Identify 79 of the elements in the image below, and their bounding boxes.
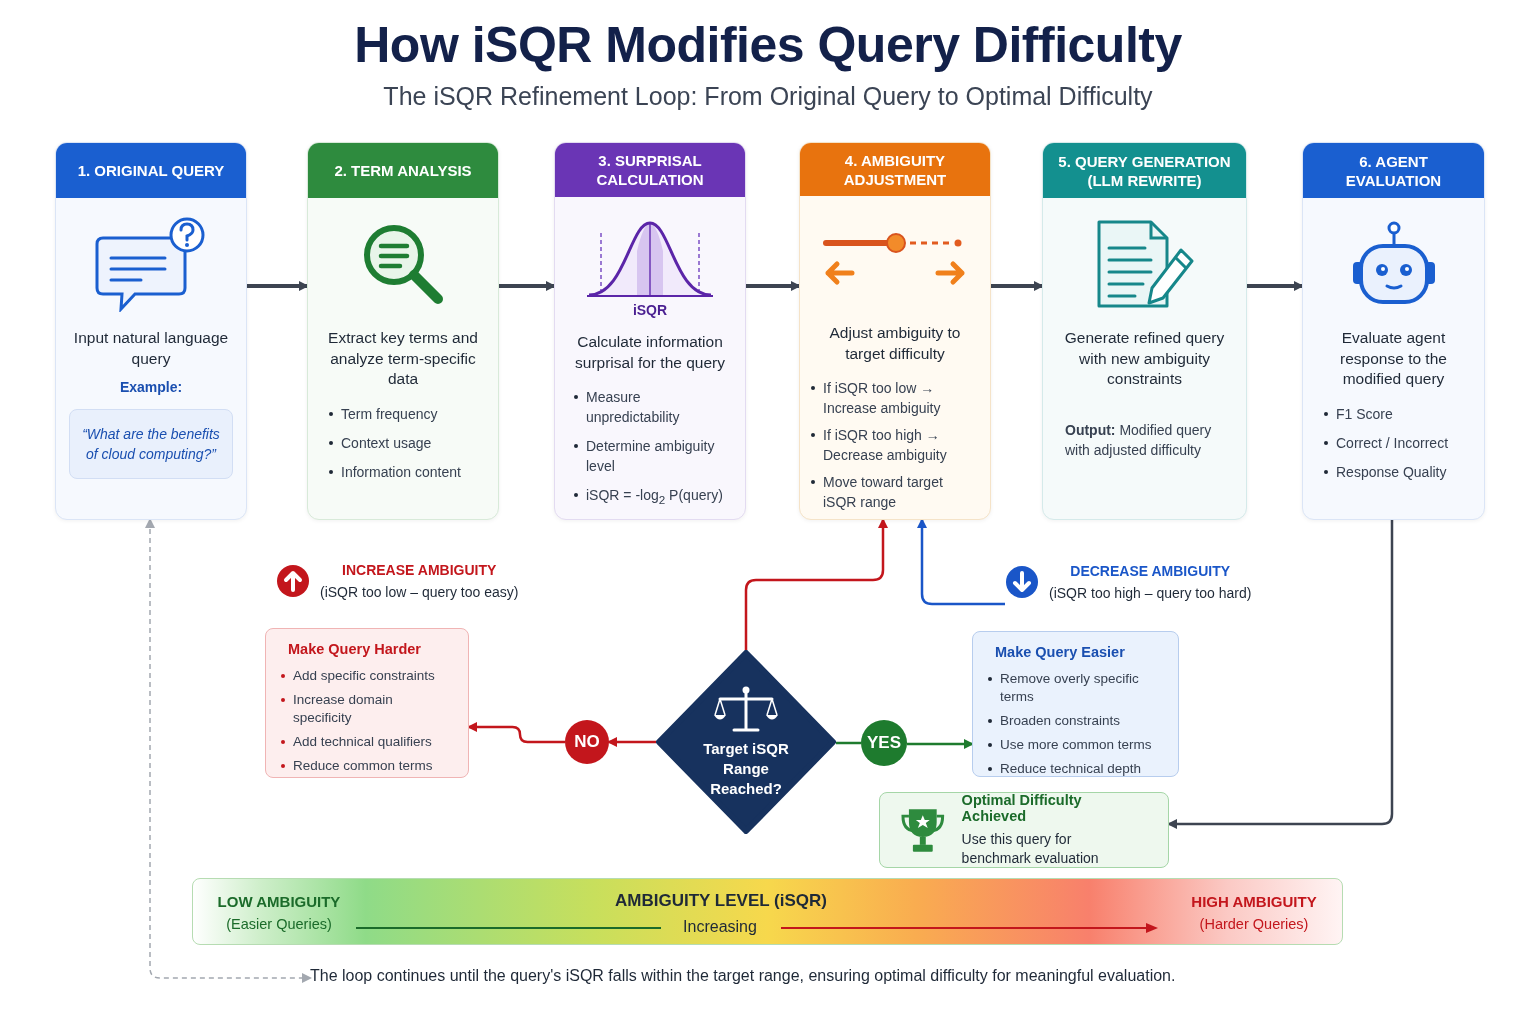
subtitle: The iSQR Refinement Loop: From Original Query to Optimal Difficulty bbox=[382, 82, 1154, 111]
bullet-item: If iSQR too high → Decrease ambiguity bbox=[810, 425, 980, 465]
output-note: Output: Modified query with adjusted difficulty bbox=[1064, 420, 1213, 460]
arrow bbox=[744, 518, 888, 650]
direction-heading: INCREASE AMBIGUITY bbox=[342, 562, 497, 578]
bullet-item: Add specific constraints bbox=[280, 667, 454, 685]
direction-heading: DECREASE AMBIGUITY bbox=[1070, 563, 1231, 579]
bullet-item: Remove overly specific terms bbox=[987, 670, 1164, 706]
example-quote: “What are the benefits of cloud computing?” bbox=[69, 409, 233, 479]
bullet-item: Use more common terms bbox=[987, 736, 1164, 754]
decision-text: Target iSQR Range Reached? bbox=[702, 739, 790, 799]
stage-header: 3. SURPRISAL CALCULATION bbox=[555, 143, 745, 198]
result-title: Optimal Difficulty Achieved bbox=[961, 792, 1083, 824]
stage-header: 4. AMBIGUITY ADJUSTMENT bbox=[800, 143, 990, 197]
bullet-item: Increase domain specificity bbox=[280, 691, 454, 727]
stage-header: 2. TERM ANALYSIS bbox=[308, 143, 498, 198]
bullet-item: Response Quality bbox=[1323, 461, 1464, 482]
arrow bbox=[467, 722, 565, 744]
panel-title: Make Query Harder bbox=[288, 641, 422, 657]
stage-header: 1. ORIGINAL QUERY bbox=[56, 143, 246, 198]
scale-note: Increasing bbox=[683, 918, 757, 936]
stage-card bbox=[1042, 142, 1247, 520]
step-description: Evaluate agent response to the modified query bbox=[1339, 328, 1448, 389]
scale-heading: AMBIGUITY LEVEL (iSQR) bbox=[615, 891, 827, 911]
result-panel bbox=[879, 792, 1169, 868]
arrow bbox=[907, 739, 974, 749]
stage-header: 5. QUERY GENERATION (LLM REWRITE) bbox=[1043, 143, 1246, 198]
direction-note: (iSQR too high – query too hard) bbox=[1049, 585, 1252, 601]
stage-card bbox=[1302, 142, 1485, 520]
action-panel bbox=[972, 631, 1179, 777]
diagram-title: How iSQR Modifies Query Difficulty bbox=[353, 16, 1183, 74]
scale-heading: HIGH AMBIGUITY bbox=[1191, 893, 1317, 910]
arrow bbox=[1247, 281, 1304, 291]
bullet-item: Correct / Incorrect bbox=[1323, 432, 1464, 453]
step-description: Generate refined query with new ambiguity constraints bbox=[1063, 328, 1226, 389]
bullet-item: Term frequency bbox=[328, 403, 478, 424]
answer-badge: NO bbox=[565, 720, 609, 764]
bullet-item: Broaden constraints bbox=[987, 712, 1164, 730]
arrow bbox=[607, 737, 656, 747]
answer-badge: YES bbox=[861, 720, 907, 766]
bullet-item: If iSQR too low → Increase ambiguity bbox=[810, 378, 980, 418]
arrow bbox=[746, 281, 801, 291]
step-description: Adjust ambiguity to target difficulty bbox=[828, 323, 962, 364]
stage-header: 6. AGENT EVALUATION bbox=[1303, 143, 1484, 198]
stage-card bbox=[799, 142, 991, 520]
arrow bbox=[991, 281, 1044, 291]
scale-note: (Easier Queries) bbox=[226, 916, 332, 932]
arrow bbox=[247, 281, 309, 291]
bullet-item: F1 Score bbox=[1323, 403, 1464, 424]
scale-heading: LOW AMBIGUITY bbox=[217, 893, 341, 910]
result-text: Use this query for benchmark evaluation bbox=[961, 830, 1100, 868]
bullet-item: Reduce technical depth bbox=[987, 760, 1164, 778]
arrow bbox=[1167, 520, 1394, 829]
panel-title: Make Query Easier bbox=[995, 644, 1126, 660]
step-description: Extract key terms and analyze term-specific data bbox=[327, 328, 479, 389]
bullet-item: Measure unpredictability bbox=[573, 387, 727, 428]
example-label: Example: bbox=[119, 379, 183, 395]
decision-diamond bbox=[656, 650, 836, 834]
scale-note: (Harder Queries) bbox=[1199, 916, 1309, 932]
bullet-item: Add technical qualifiers bbox=[280, 733, 454, 751]
action-panel bbox=[265, 628, 469, 778]
arrow bbox=[499, 281, 556, 291]
bullet-item: Determine ambiguity level bbox=[573, 436, 727, 477]
step-description: Input natural language query bbox=[72, 328, 230, 369]
step-description: Calculate information surprisal for the query bbox=[574, 332, 726, 373]
bullet-item: iSQR = -log$_{2}$ P(query) bbox=[573, 485, 727, 510]
bullet-item: Information content bbox=[328, 461, 478, 482]
bullet-item: Move toward target iSQR range bbox=[810, 472, 980, 512]
stage-card bbox=[554, 142, 746, 520]
stage-card bbox=[307, 142, 499, 520]
bullet-item: Context usage bbox=[328, 432, 478, 453]
curve-caption: iSQR bbox=[632, 302, 668, 319]
bullet-item: Reduce common terms bbox=[280, 757, 454, 775]
arrow bbox=[917, 518, 1005, 606]
dashed-loop-arrow bbox=[145, 518, 312, 983]
direction-note: (iSQR too low – query too easy) bbox=[320, 584, 519, 600]
footnote-text: The loop continues until the query's iSQR falls within the target range, ensuring optimal difficulty for meaningful evaluation. bbox=[310, 967, 1176, 985]
ambiguity-scale-bar bbox=[192, 878, 1343, 945]
stage-card bbox=[55, 142, 247, 520]
